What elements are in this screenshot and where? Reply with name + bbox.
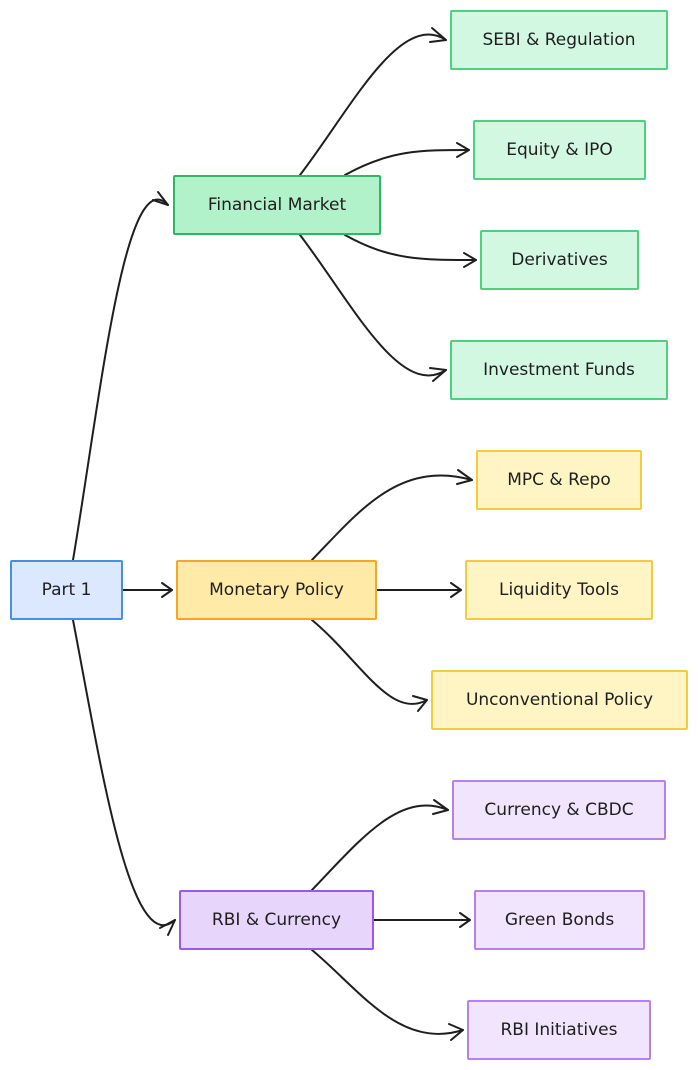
node-currency-cbdc: Currency & CBDC <box>452 780 666 840</box>
node-green-bonds: Green Bonds <box>474 890 645 950</box>
arrowhead-green-bonds <box>459 912 471 928</box>
arrowhead-unconventional <box>412 695 428 712</box>
arrowhead-sebi <box>429 27 447 43</box>
edge-financial-market-derivatives <box>344 234 477 261</box>
edge-financial-market-sebi <box>299 33 447 176</box>
arrowhead-rbi-currency <box>159 919 176 936</box>
arrowhead-equity <box>456 142 470 158</box>
node-sebi-regulation: SEBI & Regulation <box>450 10 668 70</box>
arrowhead-derivatives <box>463 252 477 268</box>
node-rbi-initiatives: RBI Initiatives <box>467 1000 651 1060</box>
arrowhead-financial-market <box>152 191 169 206</box>
edge-monetary-policy-unconventional <box>311 619 428 705</box>
node-derivatives: Derivatives <box>480 230 639 290</box>
node-unconventional-policy: Unconventional Policy <box>431 670 688 730</box>
edge-monetary-policy-mpc <box>311 474 473 561</box>
node-part-1: Part 1 <box>10 560 123 620</box>
arrowhead-initiatives <box>448 1023 464 1041</box>
arrowhead-mpc <box>456 469 473 485</box>
edge-financial-market-investment <box>299 234 447 377</box>
arrowhead-cbdc <box>432 799 449 815</box>
edge-root-financial-market <box>72 198 169 561</box>
arrowhead-monetary-policy <box>161 582 173 598</box>
node-equity-ipo: Equity & IPO <box>473 120 646 180</box>
arrowhead-investment <box>429 367 447 382</box>
node-financial-market: Financial Market <box>173 175 381 235</box>
edge-rbi-currency-initiatives <box>311 949 464 1035</box>
node-rbi-currency: RBI & Currency <box>179 890 374 950</box>
edge-root-rbi-currency <box>72 619 176 927</box>
node-mpc-repo: MPC & Repo <box>476 450 642 510</box>
node-investment-funds: Investment Funds <box>450 340 668 400</box>
node-monetary-policy: Monetary Policy <box>176 560 377 620</box>
arrowhead-liquidity <box>450 582 462 598</box>
edge-rbi-currency-cbdc <box>311 804 449 891</box>
edge-financial-market-equity <box>344 149 470 176</box>
node-liquidity-tools: Liquidity Tools <box>465 560 653 620</box>
